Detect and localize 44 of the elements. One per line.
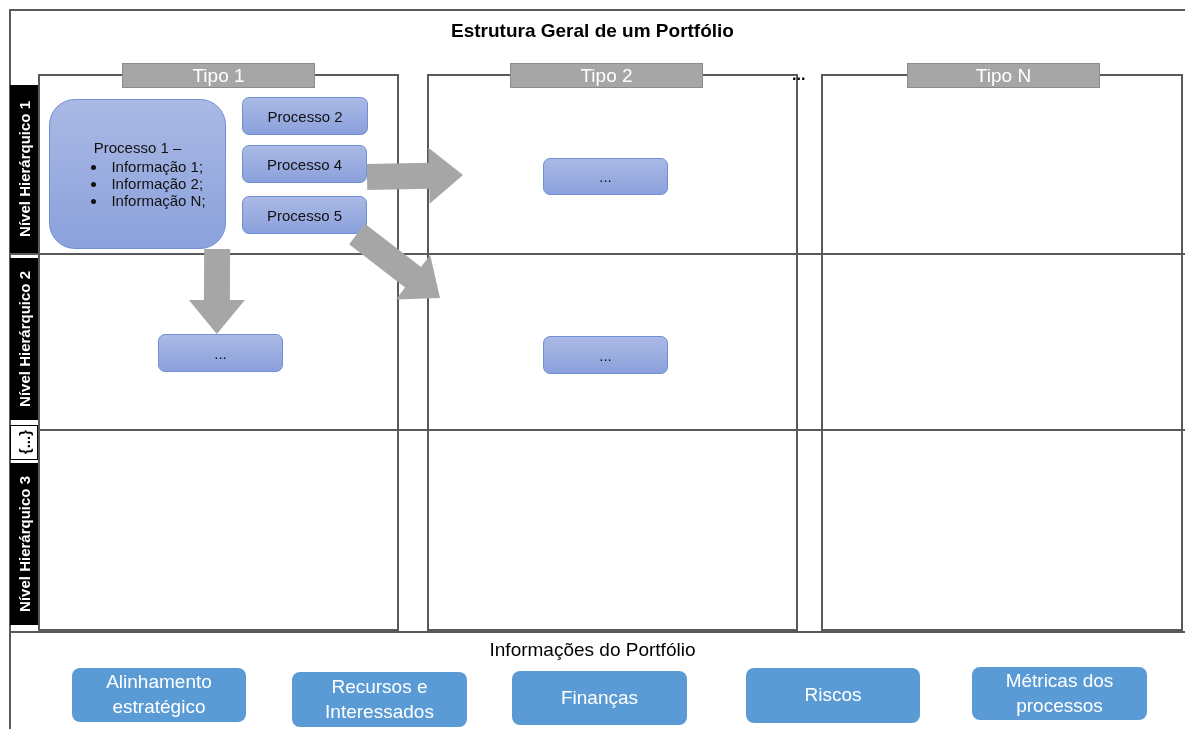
info-box: [72, 668, 246, 722]
info-label: Riscos: [804, 683, 862, 708]
list-item: Informação 2;: [111, 175, 204, 192]
section-heading: Informações do Portfólio: [488, 639, 697, 661]
process-box: [158, 334, 283, 372]
process-label: Processo 2: [267, 107, 343, 125]
process-label: Processo 4: [266, 155, 342, 173]
level-band: [10, 85, 38, 253]
process-box: [242, 97, 368, 135]
info-box: [292, 672, 467, 727]
info-box: [512, 671, 687, 725]
process-box: [242, 196, 367, 234]
process-label: Processo 5: [266, 206, 342, 224]
level-label: Nível Hierárquico 1: [15, 101, 33, 237]
info-label: Recursos e Interessados: [324, 674, 435, 724]
process-box: [49, 99, 226, 249]
block-arrow: [188, 248, 245, 334]
level-band: [10, 463, 38, 625]
process-label: ...: [214, 344, 227, 362]
info-label: Finanças: [560, 685, 639, 710]
diagram-title: Estrutura Geral de um Portfólio: [450, 20, 735, 42]
info-label: Alinhamento estratégico: [105, 670, 213, 719]
level-label: Nível Hierárquico 2: [15, 271, 33, 407]
process-title: Processo 1 –: [93, 139, 182, 156]
level-label: Nível Hierárquico 3: [15, 476, 33, 612]
level-band: [10, 425, 38, 460]
process-label: ...: [599, 168, 612, 185]
process-box: [242, 145, 367, 183]
level-label: {...}: [15, 430, 33, 455]
process-box: [543, 158, 668, 195]
list-item: Informação N;: [111, 192, 206, 209]
list-item: Informação 1;: [111, 158, 204, 175]
level-band: [10, 258, 38, 420]
process-box: [543, 336, 668, 374]
block-arrow: [366, 147, 463, 204]
info-box: [746, 668, 920, 723]
info-box: [972, 667, 1147, 720]
info-label: Métricas dos processos: [1004, 668, 1115, 718]
column-header: Tipo 2: [510, 63, 703, 88]
column-header: Tipo 1: [122, 63, 315, 88]
block-arrow: [349, 223, 440, 300]
process-label: ...: [599, 346, 612, 364]
column-header: Tipo N: [907, 63, 1100, 88]
ellipsis-label: ...: [792, 66, 806, 84]
